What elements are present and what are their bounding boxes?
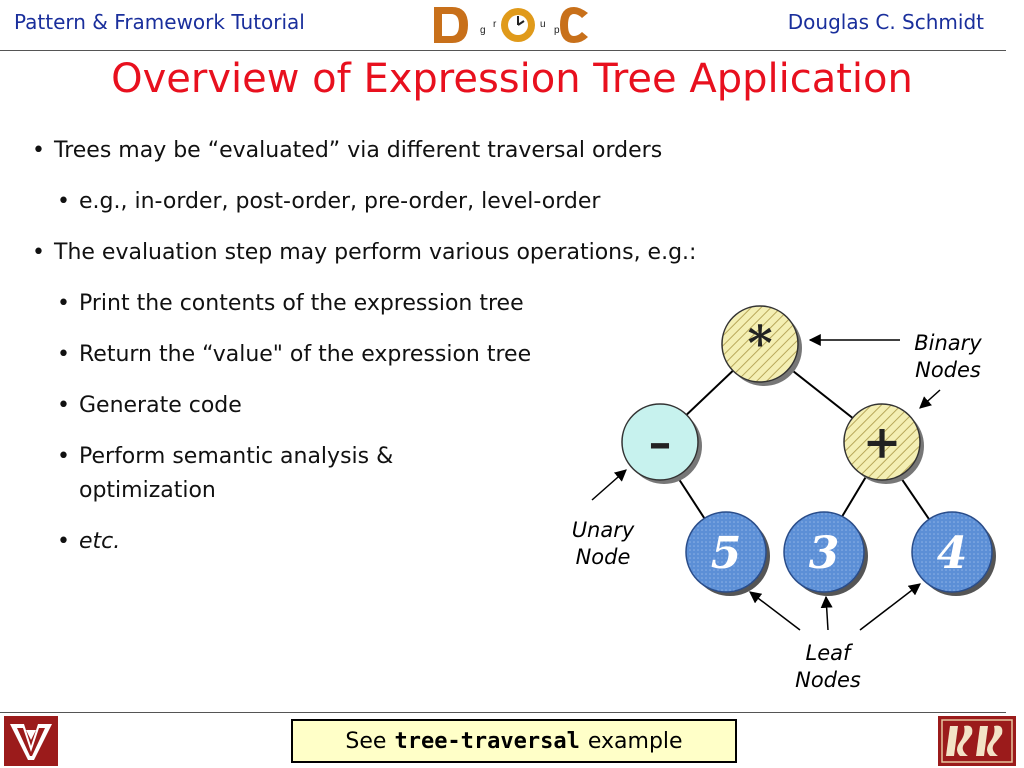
bullet-item: •Trees may be “evaluated” via different … [32, 138, 663, 163]
see-prefix: See [345, 728, 387, 754]
svg-text:g: g [480, 25, 486, 36]
leaf-arrow-3 [820, 595, 833, 631]
bullet-item: •Print the contents of the expression tr… [57, 291, 524, 316]
leaf-node-3: 3 [783, 511, 868, 596]
leaf-arrow-5 [749, 591, 801, 631]
binary-arrow-plus [919, 389, 941, 409]
bullet-item: •The evaluation step may perform various… [32, 240, 697, 265]
svg-text:*: * [747, 316, 772, 372]
bullet-item: •e.g., in-order, post-order, pre-order, … [57, 189, 601, 214]
leaf-label-line2: Nodes [795, 668, 861, 692]
unary-label-line1: Unary [572, 518, 635, 542]
unary-label-line2: Node [576, 545, 631, 569]
header-author: Douglas C. Schmidt [787, 10, 984, 34]
doc-group-logo: g r u p [434, 7, 588, 43]
unary-node-minus: – [621, 403, 702, 484]
binary-node-plus: + [843, 403, 924, 484]
svg-text:3: 3 [809, 528, 840, 579]
unary-arrow [591, 469, 627, 501]
leaf-label-line1: Leaf [806, 641, 854, 665]
svg-text:r: r [493, 19, 497, 30]
example-code-name: tree-traversal [394, 728, 580, 754]
binary-label-line2: Nodes [915, 358, 981, 382]
svg-text:5: 5 [711, 528, 742, 579]
binary-node-multiply: * [721, 305, 802, 386]
expression-tree-diagram: * – + 5 3 4 Binary Nodes Unary Node Leaf… [572, 305, 996, 692]
svg-text:–: – [649, 415, 672, 469]
isis-logo [938, 716, 1016, 766]
bullet-continuation: optimization [79, 478, 216, 503]
leaf-node-5: 5 [685, 511, 770, 596]
svg-text:p: p [554, 25, 560, 36]
see-suffix: example [587, 728, 683, 754]
header-course-title: Pattern & Framework Tutorial [14, 10, 305, 34]
leaf-node-4: 4 [911, 511, 996, 596]
binary-label-line1: Binary [914, 331, 982, 355]
bullet-item: •etc. [57, 529, 121, 554]
see-example-callout: See tree-traversal example [291, 719, 737, 763]
bullet-item: •Perform semantic analysis & [57, 444, 394, 469]
slide-title: Overview of Expression Tree Application [111, 56, 913, 102]
vanderbilt-logo [4, 716, 58, 766]
svg-text:+: + [863, 415, 902, 469]
leaf-arrow-4 [859, 583, 921, 631]
svg-text:u: u [540, 19, 546, 30]
footer-divider [0, 712, 1006, 713]
bullet-item: •Return the “value" of the expression tr… [57, 342, 532, 367]
bullet-item: •Generate code [57, 393, 242, 418]
svg-text:4: 4 [937, 528, 968, 579]
header-divider [0, 50, 1006, 51]
